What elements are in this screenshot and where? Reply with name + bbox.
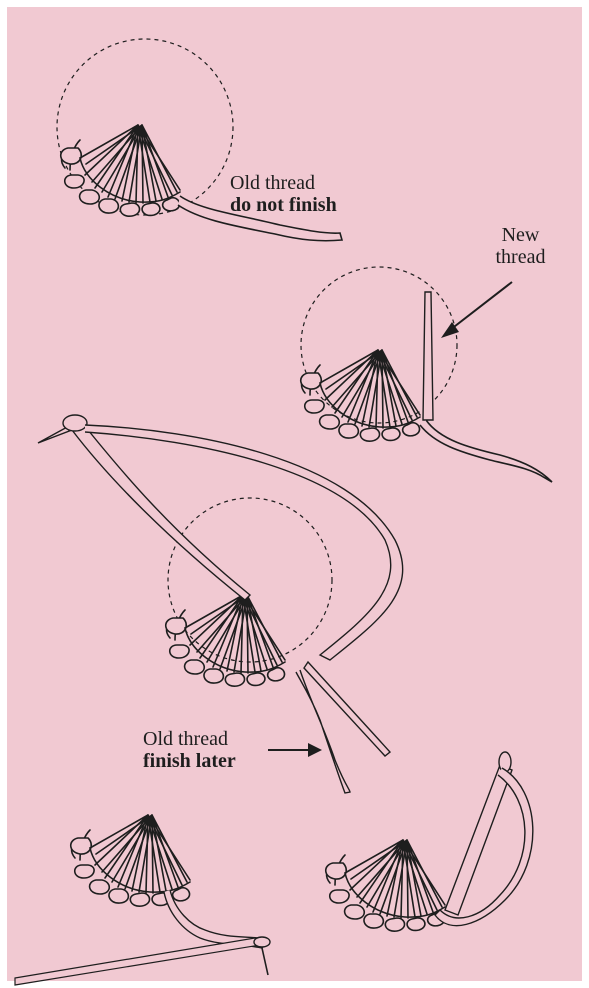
label-emphasis: do not finish (230, 194, 337, 216)
fan-stitch-step-4 (15, 815, 270, 985)
fan-stitch-step-5 (326, 752, 533, 931)
label-line: thread (488, 246, 553, 268)
needle-icon (15, 938, 260, 985)
label-line: New (488, 224, 553, 246)
label-line: Old thread (143, 728, 236, 750)
fan-stitch-step-2 (301, 267, 552, 482)
needle-icon (423, 292, 433, 420)
old-thread-do-not-finish-label: Old thread do not finish (230, 172, 337, 216)
label-line: Old thread (230, 172, 337, 194)
label-emphasis: finish later (143, 750, 236, 772)
new-thread-label: New thread (488, 224, 553, 268)
arrow-icon (450, 282, 512, 330)
old-thread-finish-later-label: Old thread finish later (143, 728, 236, 772)
